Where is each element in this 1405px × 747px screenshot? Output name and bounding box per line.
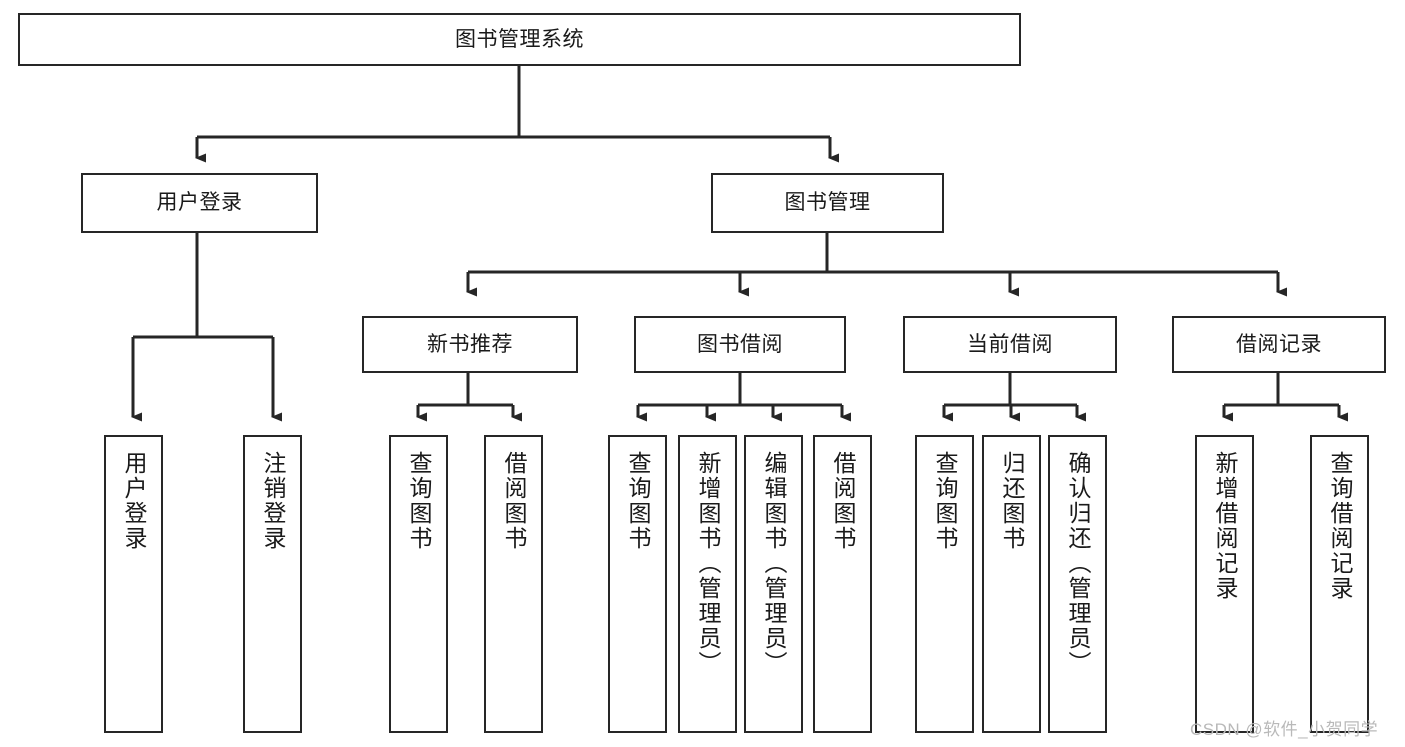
node-leaf-confirm-return-label: 确认归还（管理员） <box>1065 451 1091 676</box>
node-leaf-edit-book-label: 编辑图书（管理员） <box>761 451 787 676</box>
node-leaf-user-login[interactable]: 用户登录 <box>104 435 163 733</box>
node-leaf-query-book-1-label: 查询图书 <box>406 451 432 551</box>
node-leaf-query-book-2-label: 查询图书 <box>625 451 651 551</box>
node-leaf-add-book[interactable]: 新增图书（管理员） <box>678 435 737 733</box>
node-root-label: 图书管理系统 <box>455 27 584 51</box>
node-leaf-query-book-3-label: 查询图书 <box>932 451 958 551</box>
node-leaf-add-record-label: 新增借阅记录 <box>1212 451 1238 601</box>
node-book-borrow-label: 图书借阅 <box>697 332 783 356</box>
node-user-login-label: 用户登录 <box>156 191 243 215</box>
node-leaf-borrow-book-2[interactable]: 借阅图书 <box>813 435 872 733</box>
node-borrow-record[interactable]: 借阅记录 <box>1172 316 1386 373</box>
node-leaf-logout[interactable]: 注销登录 <box>243 435 302 733</box>
node-book-manage[interactable]: 图书管理 <box>711 173 944 233</box>
csdn-watermark: CSDN @软件_小贺同学 <box>1190 720 1379 739</box>
node-new-book-rec-label: 新书推荐 <box>427 332 513 356</box>
node-leaf-borrow-book-1[interactable]: 借阅图书 <box>484 435 543 733</box>
node-leaf-borrow-book-2-label: 借阅图书 <box>830 451 856 551</box>
node-current-borrow[interactable]: 当前借阅 <box>903 316 1117 373</box>
node-leaf-return-book[interactable]: 归还图书 <box>982 435 1041 733</box>
node-leaf-return-book-label: 归还图书 <box>999 451 1025 551</box>
node-leaf-user-login-label: 用户登录 <box>121 451 147 551</box>
node-leaf-query-record-label: 查询借阅记录 <box>1327 451 1353 601</box>
node-leaf-query-book-2[interactable]: 查询图书 <box>608 435 667 733</box>
node-new-book-rec[interactable]: 新书推荐 <box>362 316 578 373</box>
node-leaf-confirm-return[interactable]: 确认归还（管理员） <box>1048 435 1107 733</box>
node-borrow-record-label: 借阅记录 <box>1236 332 1322 356</box>
node-user-login[interactable]: 用户登录 <box>81 173 318 233</box>
node-book-borrow[interactable]: 图书借阅 <box>634 316 846 373</box>
node-leaf-borrow-book-1-label: 借阅图书 <box>501 451 527 551</box>
node-leaf-query-book-1[interactable]: 查询图书 <box>389 435 448 733</box>
node-leaf-query-book-3[interactable]: 查询图书 <box>915 435 974 733</box>
node-leaf-edit-book[interactable]: 编辑图书（管理员） <box>744 435 803 733</box>
node-leaf-add-book-label: 新增图书（管理员） <box>695 451 721 676</box>
node-root[interactable]: 图书管理系统 <box>18 13 1021 66</box>
node-leaf-query-record[interactable]: 查询借阅记录 <box>1310 435 1369 733</box>
node-leaf-add-record[interactable]: 新增借阅记录 <box>1195 435 1254 733</box>
node-current-borrow-label: 当前借阅 <box>967 332 1053 356</box>
node-book-manage-label: 图书管理 <box>784 191 871 215</box>
node-leaf-logout-label: 注销登录 <box>260 451 286 551</box>
